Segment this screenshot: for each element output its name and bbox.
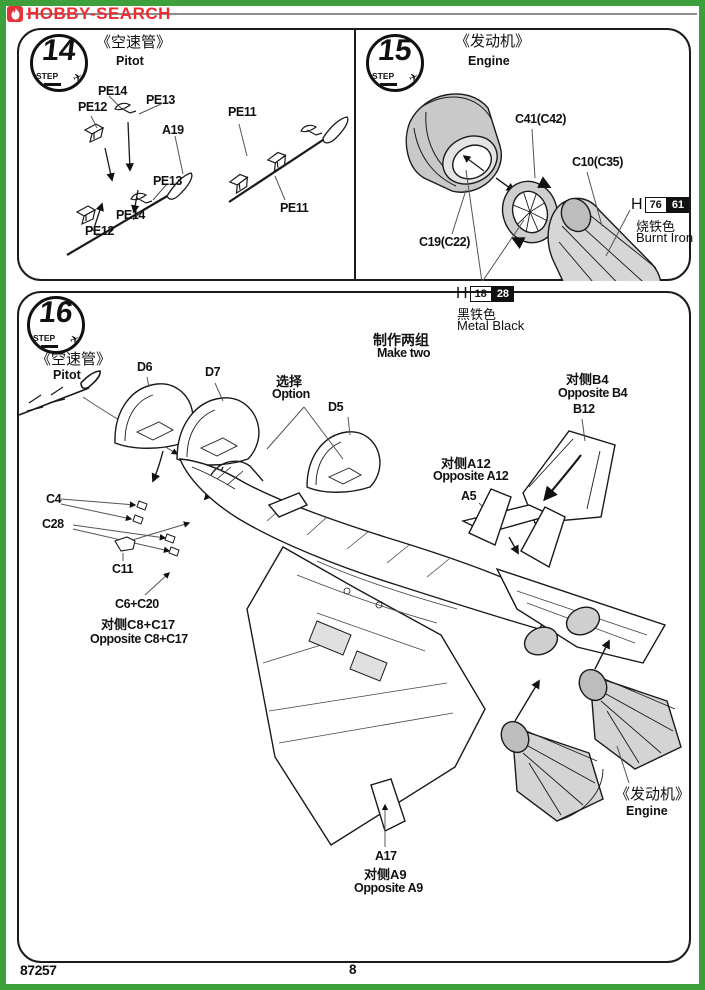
part-label-c41: C41(C42) <box>515 112 566 126</box>
opposite-b4-cn: 对侧B4 <box>566 372 609 387</box>
paint-code-light: 18 <box>469 286 492 302</box>
opposite-a12-en: Opposite A12 <box>433 469 509 483</box>
paint-code-light: 76 <box>644 197 667 213</box>
note-make-two-cn: 制作两组 <box>373 332 429 348</box>
part-label-c19: C19(C22) <box>419 235 470 249</box>
step-14-badge: 14 STEP ✈ <box>30 34 88 92</box>
step15-diagram <box>405 93 662 281</box>
paint-name-en: Burnt Iron <box>636 230 694 245</box>
note-make-two-en: Make two <box>377 346 431 360</box>
part-label-pe13-bottom: PE13 <box>153 174 182 188</box>
paint-chip-burnt-iron: H 76 61 <box>631 196 690 214</box>
opposite-a9-en: Opposite A9 <box>354 881 423 895</box>
option-label-en: Option <box>272 387 310 401</box>
part-label-c28: C28 <box>42 517 64 531</box>
step-word: STEP <box>36 71 59 81</box>
paint-code-dark: 28 <box>491 286 515 302</box>
step-word: STEP <box>33 333 56 343</box>
paint-brand: H <box>456 285 468 302</box>
opposite-a9-cn: 对侧A9 <box>364 867 407 882</box>
option-label-cn: 选择 <box>276 374 303 389</box>
step-14-title-en: Pitot <box>116 54 144 68</box>
part-label-pe11-top: PE11 <box>228 105 257 119</box>
paint-name-cn: 黑铁色 <box>457 307 497 322</box>
part-label-pe13-top: PE13 <box>146 93 175 107</box>
hobby-search-watermark: HOBBY-SEARCH <box>7 5 171 23</box>
part-label-pe14-top: PE14 <box>98 84 127 98</box>
part-label-pe14-bottom: PE14 <box>116 208 145 222</box>
paint-brand: H <box>631 196 643 213</box>
part-label-a5: A5 <box>461 489 477 503</box>
opposite-b4-en: Opposite B4 <box>558 386 628 400</box>
engine-callout-en: Engine <box>626 804 668 818</box>
panel-divider <box>354 28 356 281</box>
kit-number: 87257 <box>20 962 57 978</box>
part-label-pe12-bottom: PE12 <box>85 224 114 238</box>
part-label-d6: D6 <box>137 360 153 374</box>
part-label-d7: D7 <box>205 365 221 379</box>
paint-code-dark: 61 <box>666 197 690 213</box>
paint-name-cn: 烧铁色 <box>636 219 676 234</box>
step-15-title-cn: 《发动机》 <box>455 33 531 50</box>
opposite-c8-c17-en: Opposite C8+C17 <box>90 632 188 646</box>
step-16-title-en: Pitot <box>53 368 81 382</box>
step-15-title-en: Engine <box>468 54 510 68</box>
step-16-title-cn: 《空速管》 <box>36 351 112 368</box>
step16-diagram <box>18 370 682 847</box>
step-16-number: 16 <box>37 296 75 329</box>
paint-chip-metal-black: H 18 28 <box>456 285 515 303</box>
part-label-pe11-bottom: PE11 <box>280 201 309 215</box>
part-label-a17: A17 <box>375 849 397 863</box>
step-14-number: 14 <box>40 34 78 67</box>
step-word: STEP <box>372 71 395 81</box>
opposite-c8-c17-cn: 对侧C8+C17 <box>101 617 176 632</box>
watermark-strike-line <box>26 13 697 15</box>
part-label-c11: C11 <box>112 562 134 576</box>
part-label-c10: C10(C35) <box>572 155 623 169</box>
brand-name: HOBBY-SEARCH <box>27 4 171 23</box>
engine-callout-cn: 《发动机》 <box>615 786 691 803</box>
step14-diagram <box>66 95 349 256</box>
opposite-a12-cn: 对侧A12 <box>441 456 491 471</box>
paint-name-en: Metal Black <box>457 318 525 333</box>
part-label-c4: C4 <box>46 492 62 506</box>
part-label-b12: B12 <box>573 402 595 416</box>
step-15-number: 15 <box>376 34 414 67</box>
step-14-title-cn: 《空速管》 <box>96 34 172 51</box>
part-label-a19: A19 <box>162 123 184 137</box>
step-15-badge: 15 STEP ✈ <box>366 34 424 92</box>
flame-icon <box>7 6 23 22</box>
part-label-d5: D5 <box>328 400 344 414</box>
part-label-pe12-top: PE12 <box>78 100 107 114</box>
step-16-badge: 16 STEP ✈ <box>27 296 85 354</box>
part-label-c6-c20: C6+C20 <box>115 597 159 611</box>
page-number: 8 <box>349 962 357 977</box>
